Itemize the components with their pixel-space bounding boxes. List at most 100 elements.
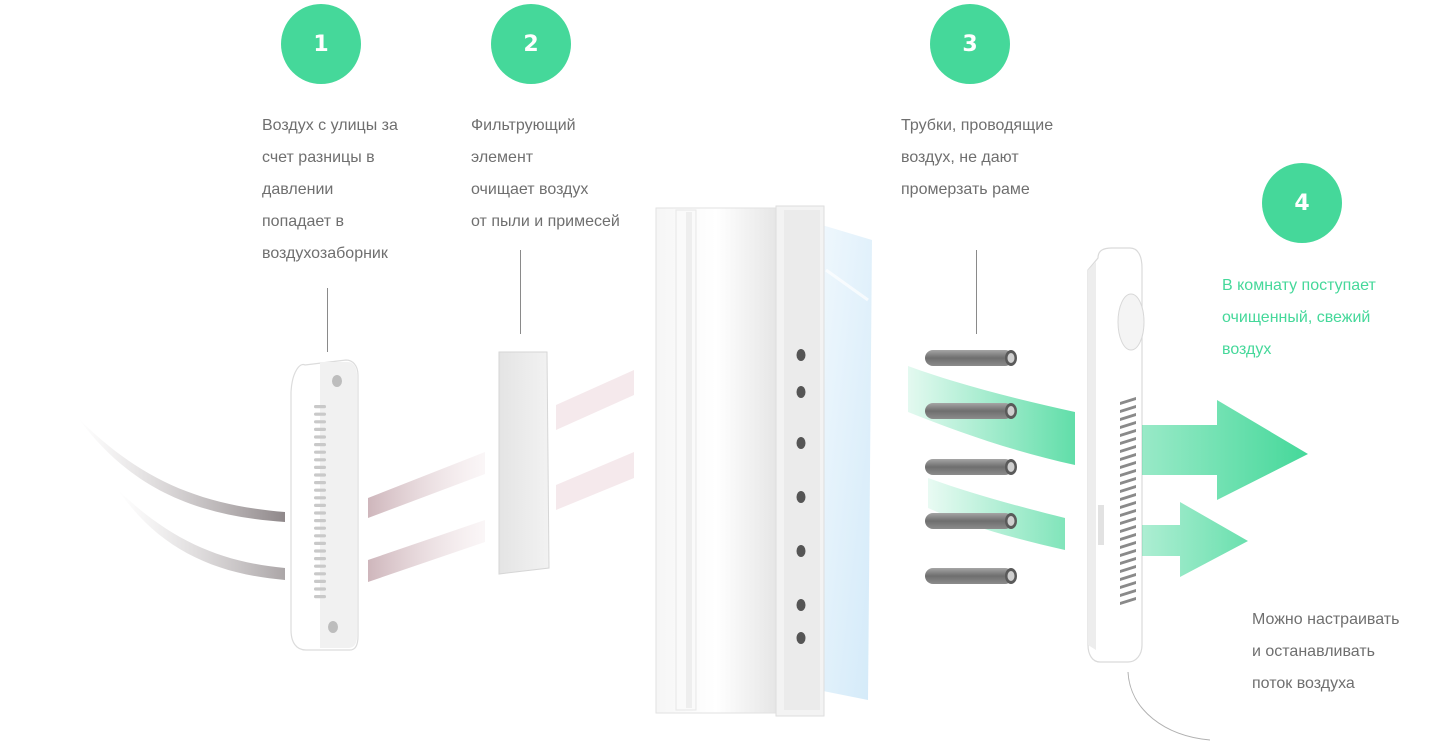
air-tube	[925, 459, 1013, 475]
room-air-outlet-unit	[1087, 247, 1145, 663]
vent-slot	[1120, 517, 1136, 525]
vent-slot	[314, 511, 326, 515]
vent-slot	[314, 519, 326, 523]
vent-slot	[1120, 557, 1136, 565]
clean-air-arrow-large	[1142, 400, 1308, 500]
vent-slot	[1120, 405, 1136, 413]
vent-slot	[314, 465, 326, 469]
vent-slot	[314, 450, 326, 454]
air-tube-opening	[1007, 571, 1015, 581]
vent-slot	[314, 549, 326, 553]
vent-slot	[314, 458, 326, 462]
caption-line: Фильтрующий	[471, 117, 576, 134]
vent-slot	[1120, 477, 1136, 485]
vent-slot	[314, 503, 326, 507]
caption-line: воздух	[1222, 341, 1272, 358]
caption-line: воздухозаборник	[262, 245, 388, 262]
air-tube-opening	[1007, 406, 1015, 416]
vent-slot	[1120, 597, 1136, 605]
clean-air-arrow-small	[1142, 502, 1248, 577]
vent-slot	[314, 579, 326, 583]
vent-slot	[314, 435, 326, 439]
caption-line: воздух, не дают	[901, 149, 1019, 166]
vent-slot	[1120, 437, 1136, 445]
caption-line: попадает в	[262, 213, 344, 230]
vent-slot	[1120, 573, 1136, 581]
caption-line: очищает воздух	[471, 181, 589, 198]
caption-line: поток воздуха	[1252, 675, 1355, 692]
vent-slot	[314, 481, 326, 485]
outside-air-stream-1	[78, 418, 285, 522]
step-2-caption: Фильтрующий элемент очищает воздух от пы…	[471, 110, 620, 238]
step-1-caption: Воздух с улицы за счет разницы в давлени…	[262, 110, 398, 270]
vent-slot	[314, 526, 326, 530]
vent-slot	[1120, 565, 1136, 573]
vent-slot	[1120, 461, 1136, 469]
vent-slot	[1120, 581, 1136, 589]
frame-hole	[796, 437, 806, 449]
adjustment-note: Можно настраивать и останавливать поток …	[1252, 604, 1399, 700]
caption-line: Трубки, проводящие	[901, 117, 1054, 134]
window-frame-profile	[655, 205, 872, 717]
vent-slot	[1120, 429, 1136, 437]
vent-slot	[314, 488, 326, 492]
air-tube	[925, 403, 1013, 419]
caption-line: Можно настраивать	[1252, 611, 1400, 628]
vent-slot	[1120, 589, 1136, 597]
vent-slot	[314, 572, 326, 576]
step-3-caption: Трубки, проводящие воздух, не дают проме…	[901, 110, 1053, 206]
vent-slot	[314, 541, 326, 545]
air-tube	[925, 350, 1013, 366]
step-3-connector	[976, 250, 977, 334]
air-tube-opening	[1007, 516, 1015, 526]
frame-hole	[796, 491, 806, 503]
frame-hole	[796, 545, 806, 557]
filter-element	[498, 351, 550, 575]
vent-slot	[1120, 485, 1136, 493]
air-tube-opening	[1007, 462, 1015, 472]
caption-line: В комнату поступает	[1222, 277, 1376, 294]
vent-slot	[1120, 493, 1136, 501]
vent-slot	[1120, 421, 1136, 429]
vent-slot	[1120, 509, 1136, 517]
step-4-badge: 4	[1262, 163, 1342, 243]
caption-line: от пыли и примесей	[471, 213, 620, 230]
step-3-badge: 3	[930, 4, 1010, 84]
vent-slot	[314, 473, 326, 477]
step-2-connector	[520, 250, 521, 334]
vent-slot	[1120, 413, 1136, 421]
vent-slot	[314, 427, 326, 431]
air-tubes	[925, 350, 1017, 584]
vent-slot	[1120, 453, 1136, 461]
vent-slot	[1120, 525, 1136, 533]
caption-line: давлении	[262, 181, 334, 198]
air-inlet-unit	[290, 359, 359, 651]
vent-slot	[314, 412, 326, 416]
caption-line: очищенный, свежий	[1222, 309, 1371, 326]
caption-line: элемент	[471, 149, 534, 166]
air-stream-filter-frame-1	[556, 370, 634, 430]
vent-slot	[314, 420, 326, 424]
vent-slot	[1120, 541, 1136, 549]
step-1-badge: 1	[281, 4, 361, 84]
vent-slot	[1120, 533, 1136, 541]
vent-slot	[1120, 501, 1136, 509]
frame-hole	[796, 599, 806, 611]
vent-slot	[1120, 549, 1136, 557]
air-tube	[925, 513, 1013, 529]
vent-slot	[314, 557, 326, 561]
note-connector	[1127, 671, 1211, 741]
step-2-badge: 2	[491, 4, 571, 84]
air-stream-inlet-filter-1	[368, 452, 485, 518]
vent-slot	[314, 496, 326, 500]
frame-hole	[796, 349, 806, 361]
caption-line: Воздух с улицы за	[262, 117, 398, 134]
vent-slot	[1120, 445, 1136, 453]
air-stream-inlet-filter-2	[368, 520, 485, 582]
frame-hole	[796, 632, 806, 644]
outside-air-stream-2	[118, 490, 285, 580]
caption-line: счет разницы в	[262, 149, 375, 166]
vent-slot	[314, 534, 326, 538]
vent-slot	[314, 587, 326, 591]
